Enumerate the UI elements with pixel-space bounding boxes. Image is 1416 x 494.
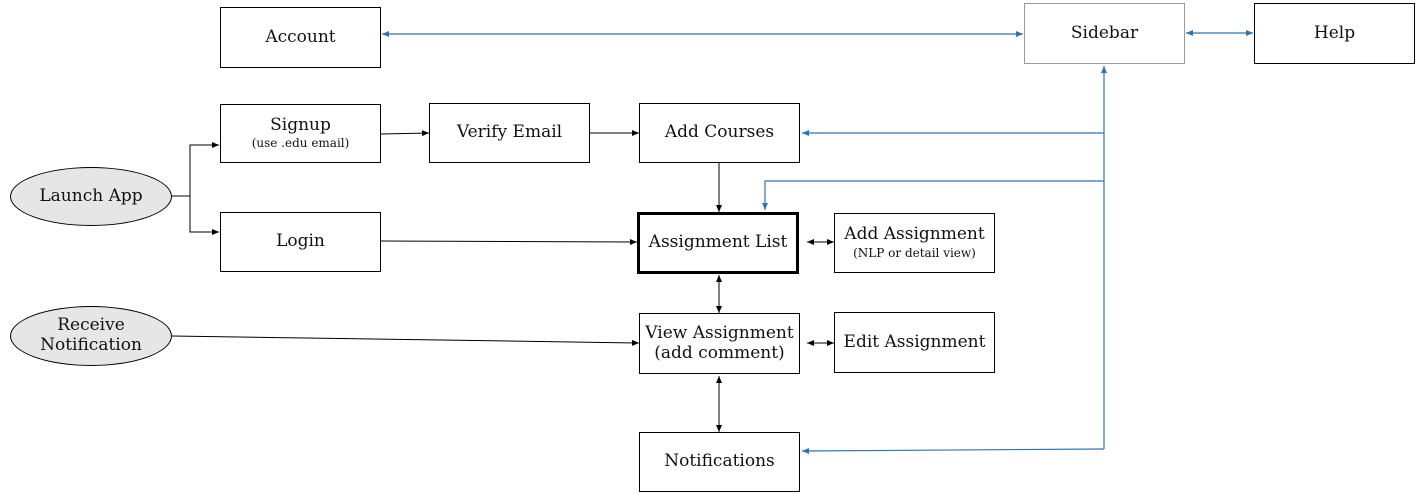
edge-login-to-list xyxy=(380,238,638,245)
login-node: Login xyxy=(220,212,381,272)
launch-app-start-node: Launch App xyxy=(10,167,172,226)
edge-receive-to-view xyxy=(171,335,640,346)
signup-note: (use .edu email) xyxy=(251,136,350,151)
receive-notification-start-node: Receive Notification xyxy=(10,306,172,366)
add-assignment-label: Add Assignment xyxy=(844,224,985,245)
login-label: Login xyxy=(276,231,325,252)
view-assignment-label: View Assignment (add comment) xyxy=(645,322,794,363)
assignment-list-label: Assignment List xyxy=(648,232,788,253)
add-assignment-node: Add Assignment (NLP or detail view) xyxy=(834,213,995,273)
edit-assignment-label: Edit Assignment xyxy=(843,331,986,352)
help-label: Help xyxy=(1313,22,1356,43)
edge-launch-to-signup xyxy=(172,142,219,197)
add-assignment-note: (NLP or detail view) xyxy=(853,245,976,260)
help-node: Help xyxy=(1254,3,1415,64)
edge-signup-to-verify xyxy=(380,130,430,137)
sidebar-node: Sidebar xyxy=(1024,3,1185,64)
edit-assignment-node: Edit Assignment xyxy=(834,312,995,373)
edge-launch-to-login xyxy=(189,196,219,235)
verify-email-label: Verify Email xyxy=(456,122,563,143)
account-label: Account xyxy=(265,26,336,47)
receive-notification-label: Receive Notification xyxy=(40,315,142,355)
sidebar-label: Sidebar xyxy=(1070,22,1139,43)
notifications-node: Notifications xyxy=(639,432,800,492)
view-assignment-node: View Assignment (add comment) xyxy=(639,313,800,374)
account-node: Account xyxy=(220,7,381,68)
signup-node: Signup (use .edu email) xyxy=(220,104,381,163)
assignment-list-node: Assignment List xyxy=(637,212,799,274)
signup-label: Signup xyxy=(270,114,331,135)
add-courses-node: Add Courses xyxy=(639,103,800,163)
verify-email-node: Verify Email xyxy=(429,103,590,163)
edge-sidebar-to-notifications xyxy=(801,447,1105,454)
launch-app-label: Launch App xyxy=(39,185,143,206)
edge-sidebar-to-list xyxy=(762,180,1104,210)
add-courses-label: Add Courses xyxy=(664,122,775,143)
notifications-label: Notifications xyxy=(664,451,775,472)
